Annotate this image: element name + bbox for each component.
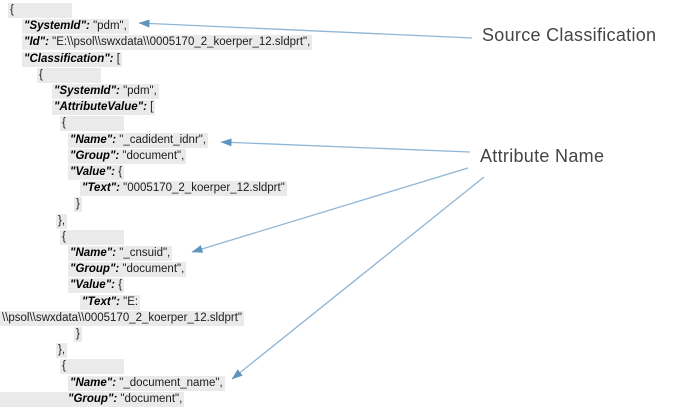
json-line: "Id": "E:\\psol\\swxdata\\0005170_2_koer… xyxy=(22,35,313,51)
json-line: "Group": "document", xyxy=(68,148,187,164)
json-line: }, xyxy=(56,343,68,359)
json-line: "Value": { xyxy=(68,165,125,180)
json-line: } xyxy=(74,197,82,213)
json-line: { xyxy=(60,229,124,245)
json-line: { xyxy=(8,3,72,18)
json-line: "Name": "_cnsuid", xyxy=(68,246,173,261)
json-line: "Name": "_cadident_idnr", xyxy=(68,132,209,148)
json-line: } xyxy=(74,327,82,342)
json-line: "Text": "E: xyxy=(80,294,141,310)
json-line: "Group": "document", xyxy=(68,262,187,278)
json-line: \\psol\\swxdata\\0005170_2_koerper_12.sl… xyxy=(0,310,244,326)
json-line: "AttributeValue": [ xyxy=(52,100,156,116)
json-line: "Name": "_document_name", xyxy=(68,375,225,391)
json-line: { xyxy=(60,116,124,132)
json-line: "SystemId": "pdm", xyxy=(22,19,129,35)
json-line: "Text": "0005170_2_koerper_12.sldprt" xyxy=(80,181,287,197)
json-line: "SystemId": "pdm", xyxy=(52,84,159,99)
source-classification-label: Source Classification xyxy=(482,25,657,45)
json-line: { xyxy=(37,67,101,83)
json-line: { xyxy=(60,359,124,375)
json-line: "Classification": [ xyxy=(22,51,122,67)
json-line: }, xyxy=(56,213,68,229)
json-line: "Value": { xyxy=(68,278,125,294)
attribute-name-label: Attribute Name xyxy=(480,146,605,166)
json-line: "Group": "document", xyxy=(0,391,185,407)
